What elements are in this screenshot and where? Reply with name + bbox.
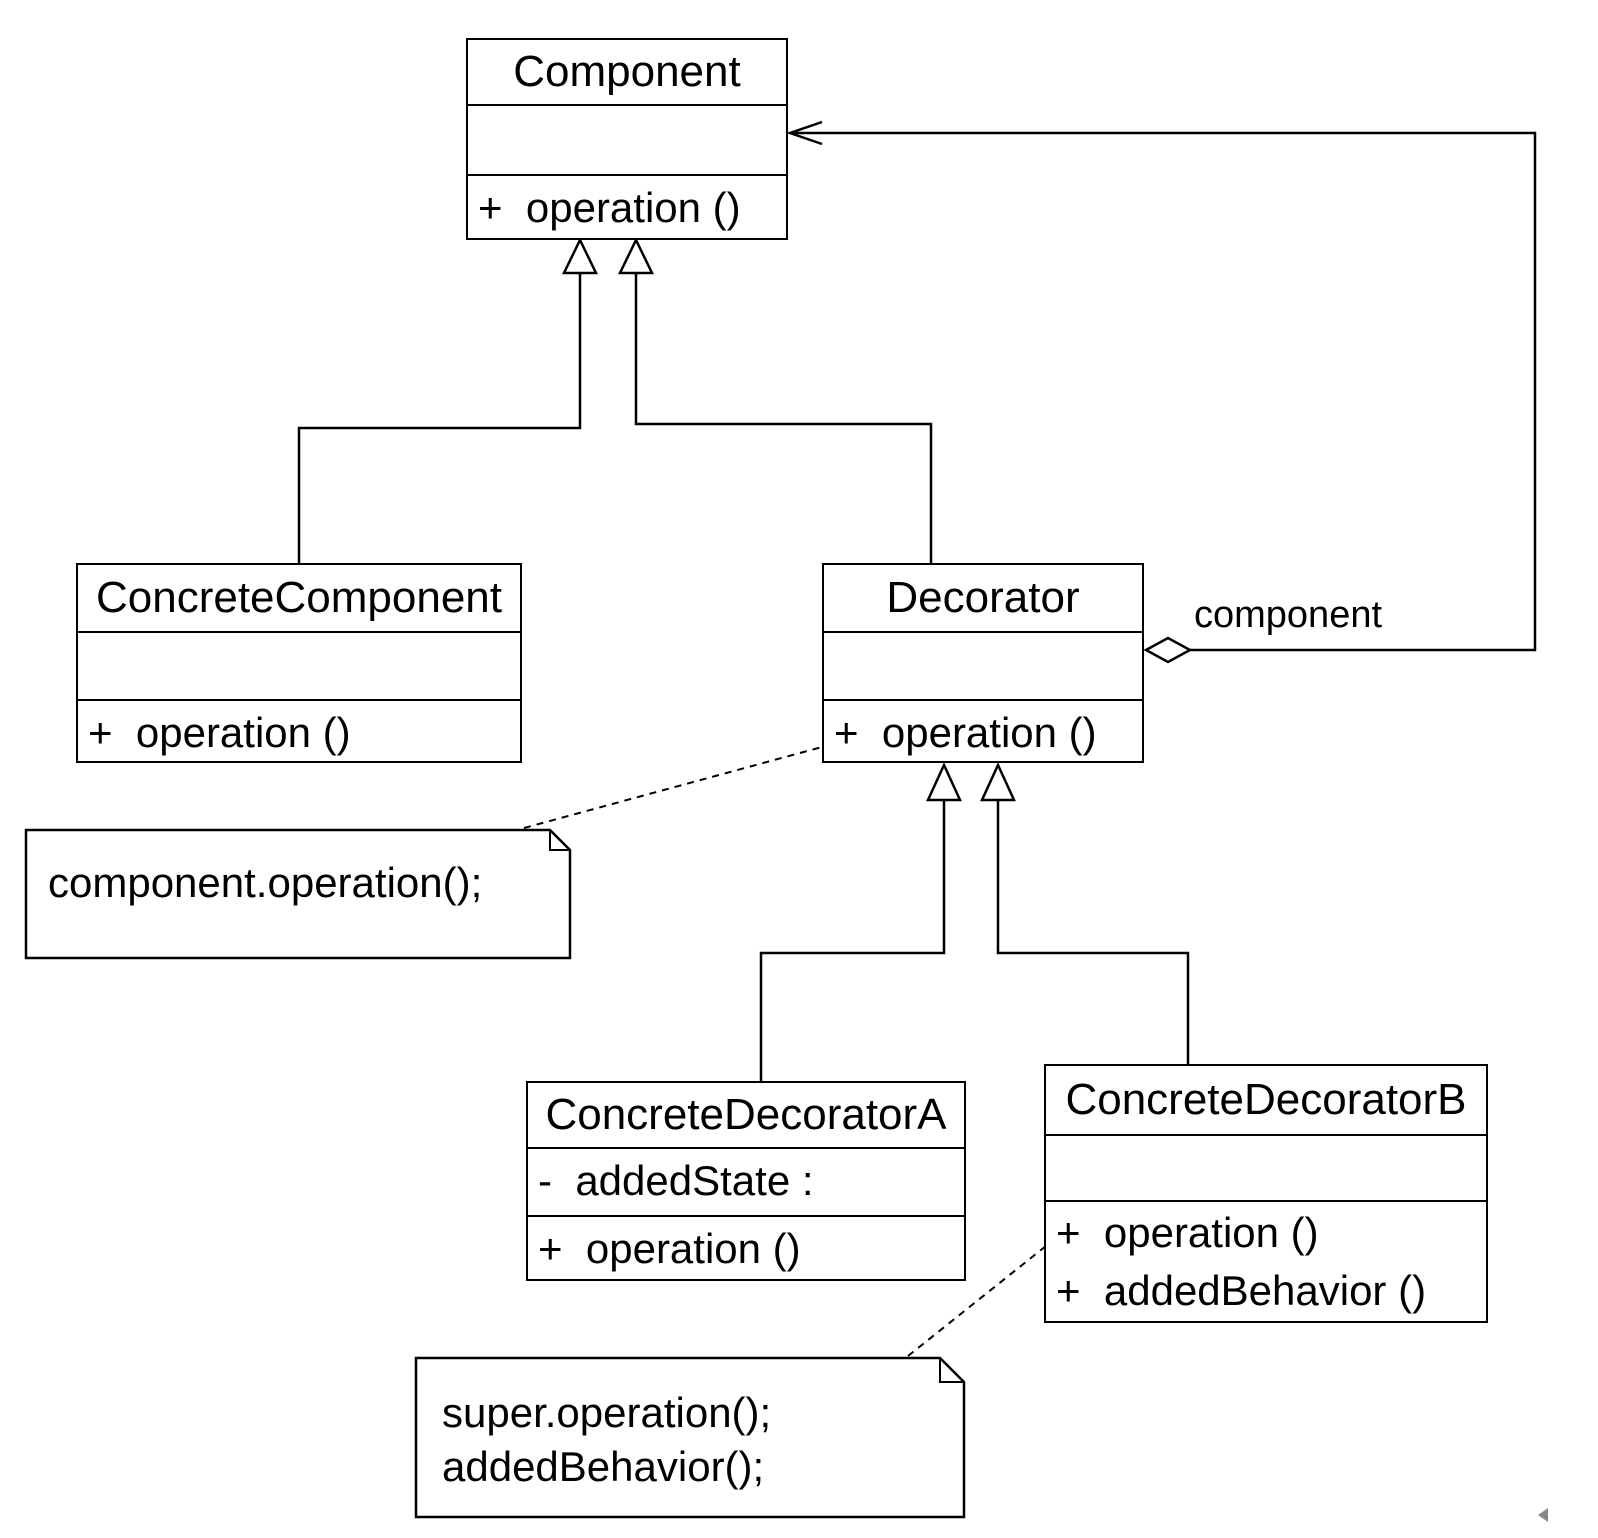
class-name: ConcreteDecoratorB: [1046, 1066, 1486, 1136]
operation: + operation (): [88, 709, 351, 756]
class-concrete-decorator-b: ConcreteDecoratorB + operation () + adde…: [1044, 1064, 1488, 1323]
inheritance-arrow-icon: [562, 237, 598, 275]
aggregation-diamond-icon: [1143, 636, 1193, 664]
class-name: ConcreteDecoratorA: [528, 1083, 964, 1149]
inheritance-arrow-icon: [980, 761, 1016, 802]
operation: + operation (): [834, 709, 1097, 756]
generalization-concretecomponent: [297, 273, 582, 563]
attributes-compartment: [1046, 1136, 1486, 1202]
operations-compartment: + operation () + addedBehavior (): [1046, 1202, 1486, 1320]
generalization-decorator: [634, 273, 933, 563]
operation: + addedBehavior (): [1056, 1267, 1427, 1314]
association-role-label: component: [1194, 594, 1383, 636]
attributes-compartment: - addedState :: [528, 1149, 964, 1217]
attribute: - addedState :: [538, 1157, 814, 1204]
generalization-decoratorb: [996, 800, 1190, 1064]
note-box-decoratorb: [414, 1356, 966, 1519]
note-decorator-text: component.operation();: [48, 859, 483, 906]
note-box-decorator: [24, 828, 572, 960]
class-component: Component + operation (): [466, 38, 788, 240]
navigability-arrow-icon: [786, 120, 823, 146]
class-concrete-decorator-a: ConcreteDecoratorA - addedState : + oper…: [526, 1081, 966, 1281]
note-decoratorb-line2: addedBehavior();: [442, 1443, 765, 1490]
corner-marker-icon: [1538, 1508, 1548, 1522]
operations-compartment: + operation (): [468, 176, 786, 240]
aggregation-line: [790, 131, 1537, 652]
operation: + operation (): [538, 1225, 801, 1272]
generalization-decoratora: [759, 800, 946, 1081]
class-name: Component: [468, 40, 786, 106]
inheritance-arrow-icon: [618, 237, 654, 275]
operations-compartment: + operation (): [78, 701, 520, 765]
operation: + operation (): [1056, 1209, 1319, 1256]
attributes-compartment: [468, 106, 786, 176]
inheritance-arrow-icon: [926, 761, 962, 802]
class-concrete-component: ConcreteComponent + operation (): [76, 563, 522, 763]
class-name: ConcreteComponent: [78, 565, 520, 633]
class-decorator: Decorator + operation (): [822, 563, 1144, 763]
operations-compartment: + operation (): [528, 1217, 964, 1281]
operation: + operation (): [478, 184, 741, 231]
operations-compartment: + operation (): [824, 701, 1142, 765]
class-name: Decorator: [824, 565, 1142, 633]
attributes-compartment: [824, 633, 1142, 701]
attributes-compartment: [78, 633, 520, 701]
note-decoratorb-line1: super.operation();: [442, 1389, 772, 1436]
note-anchor-decoratorb: [907, 1237, 1057, 1357]
note-anchor-decorator: [523, 746, 823, 829]
